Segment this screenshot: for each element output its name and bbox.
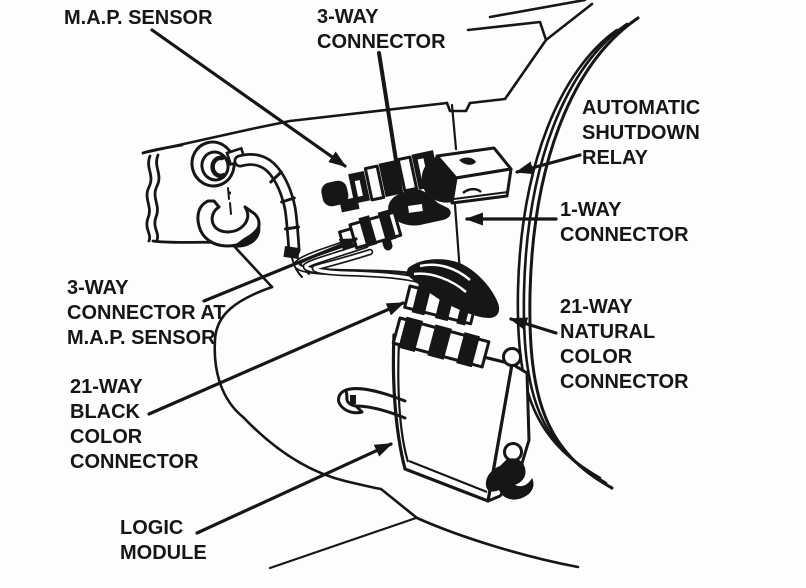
shutdown-relay-shape	[421, 146, 513, 205]
leader-three-way-at-map	[202, 237, 358, 303]
label-twenty-one-way-natural-color-connector: 21-WAY NATURAL COLOR CONNECTOR	[560, 296, 689, 393]
leader-black-connector	[147, 301, 405, 416]
three-way-map-connector-shape	[338, 209, 403, 250]
map-sensor-grommet	[190, 140, 247, 215]
body-outline	[141, 0, 594, 570]
logic-module-shape	[391, 333, 531, 503]
leader-three-way-connector	[377, 51, 403, 194]
label-three-way-connector-at-map-sensor: 3-WAY CONNECTOR AT M.A.P. SENSOR	[67, 277, 226, 349]
leader-natural-connector	[509, 317, 558, 335]
leader-map-sensor	[150, 28, 347, 168]
module-hook	[485, 458, 534, 500]
leader-logic-module	[195, 442, 393, 535]
wheel-arch	[516, 16, 640, 490]
label-logic-module: LOGIC MODULE	[120, 517, 207, 564]
hook-bracket	[196, 191, 261, 248]
twenty-one-way-black-shape	[391, 316, 491, 369]
label-map-sensor: M.A.P. SENSOR	[64, 7, 213, 29]
label-one-way-connector: 1-WAY CONNECTOR	[560, 199, 689, 246]
label-automatic-shutdown-relay: AUTOMATIC SHUTDOWN RELAY	[582, 97, 701, 169]
leader-shutdown-relay	[515, 153, 582, 175]
label-three-way-connector: 3-WAY CONNECTOR	[317, 6, 446, 53]
harness-boot	[406, 259, 500, 318]
leader-lines	[147, 28, 582, 535]
module-bracket	[337, 387, 407, 420]
label-twenty-one-way-black-color-connector: 21-WAY BLACK COLOR CONNECTOR	[70, 376, 199, 473]
vacuum-hose	[233, 152, 310, 278]
